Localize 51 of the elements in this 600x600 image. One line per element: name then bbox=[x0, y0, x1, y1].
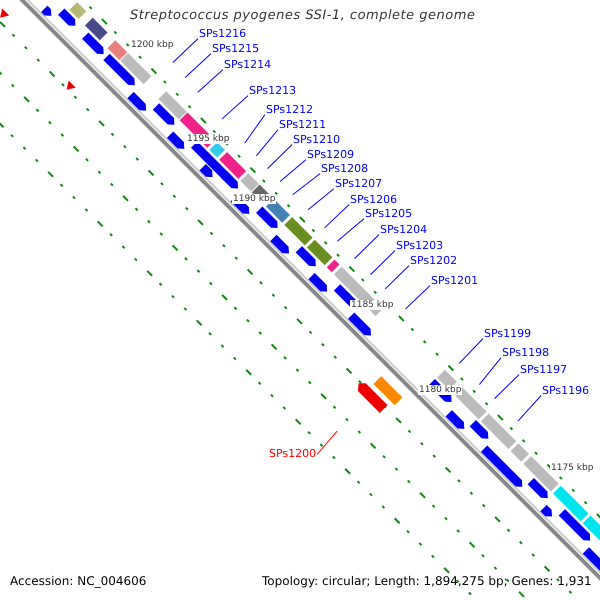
leader-line bbox=[354, 234, 380, 260]
genome-info-text: Topology: circular; Length: 1,894,275 bp; Genes: 1,931 bbox=[262, 575, 592, 589]
gene-label: SPs1208 bbox=[321, 163, 368, 176]
gene-label: SPs1211 bbox=[279, 119, 326, 132]
gene-label: SPs1201 bbox=[431, 275, 478, 288]
leader-line bbox=[405, 285, 430, 310]
leader-line bbox=[316, 430, 338, 455]
leader-line bbox=[292, 173, 320, 196]
leader-line bbox=[336, 218, 364, 242]
leader-line bbox=[172, 38, 198, 64]
gene-label: SPs1214 bbox=[224, 59, 272, 72]
gene-label: SPs1207 bbox=[335, 178, 382, 191]
leader-line bbox=[308, 188, 334, 210]
leader-line bbox=[184, 53, 212, 78]
gene-label: SPs1200 bbox=[269, 448, 316, 461]
leader-line bbox=[384, 265, 410, 290]
gene-label: SPs1210 bbox=[293, 134, 340, 147]
leader-line bbox=[197, 69, 224, 93]
gene-label: SPs1212 bbox=[266, 104, 314, 117]
scale-label: 1185 kbp bbox=[350, 300, 394, 310]
leader-line bbox=[478, 357, 502, 386]
gene-label: SPs1215 bbox=[212, 43, 260, 56]
gene-label: SPs1199 bbox=[484, 328, 532, 341]
leader-line bbox=[222, 95, 248, 120]
gene-label: SPs1197 bbox=[520, 364, 568, 377]
leader-line bbox=[517, 395, 542, 422]
leader-line bbox=[280, 159, 306, 182]
leader-line bbox=[267, 144, 292, 170]
title: Streptococcus pyogenes SSI-1, complete genome bbox=[130, 9, 476, 24]
scale-label: 1200 kbp bbox=[130, 40, 174, 50]
scale-label: 1180 kbp bbox=[418, 385, 462, 396]
gene-label: SPs1216 bbox=[199, 28, 246, 41]
scale-label: 1195 kbp bbox=[186, 134, 230, 144]
scale-label: 1190 kbp bbox=[232, 194, 276, 204]
gene-label: SPs1203 bbox=[396, 240, 444, 253]
gene-label: SPs1213 bbox=[249, 85, 296, 98]
leader-line bbox=[494, 374, 520, 400]
gene-label: SPs1198 bbox=[502, 347, 550, 360]
accession-text: Accession: NC_004606 bbox=[10, 575, 146, 589]
gene-label: SPs1196 bbox=[542, 385, 590, 398]
gene-label: SPs1209 bbox=[307, 149, 354, 162]
leader-line bbox=[256, 129, 278, 156]
leader-line bbox=[458, 338, 484, 364]
scale-label: 1175 kbp bbox=[550, 463, 594, 474]
gene-label: SPs1202 bbox=[410, 255, 458, 268]
gene-label: SPs1205 bbox=[365, 208, 412, 221]
gene-label: SPs1206 bbox=[350, 194, 398, 207]
leader-line bbox=[244, 114, 266, 144]
leader-line bbox=[370, 250, 396, 276]
gene-label: SPs1204 bbox=[380, 224, 428, 237]
leader-line bbox=[324, 204, 350, 228]
